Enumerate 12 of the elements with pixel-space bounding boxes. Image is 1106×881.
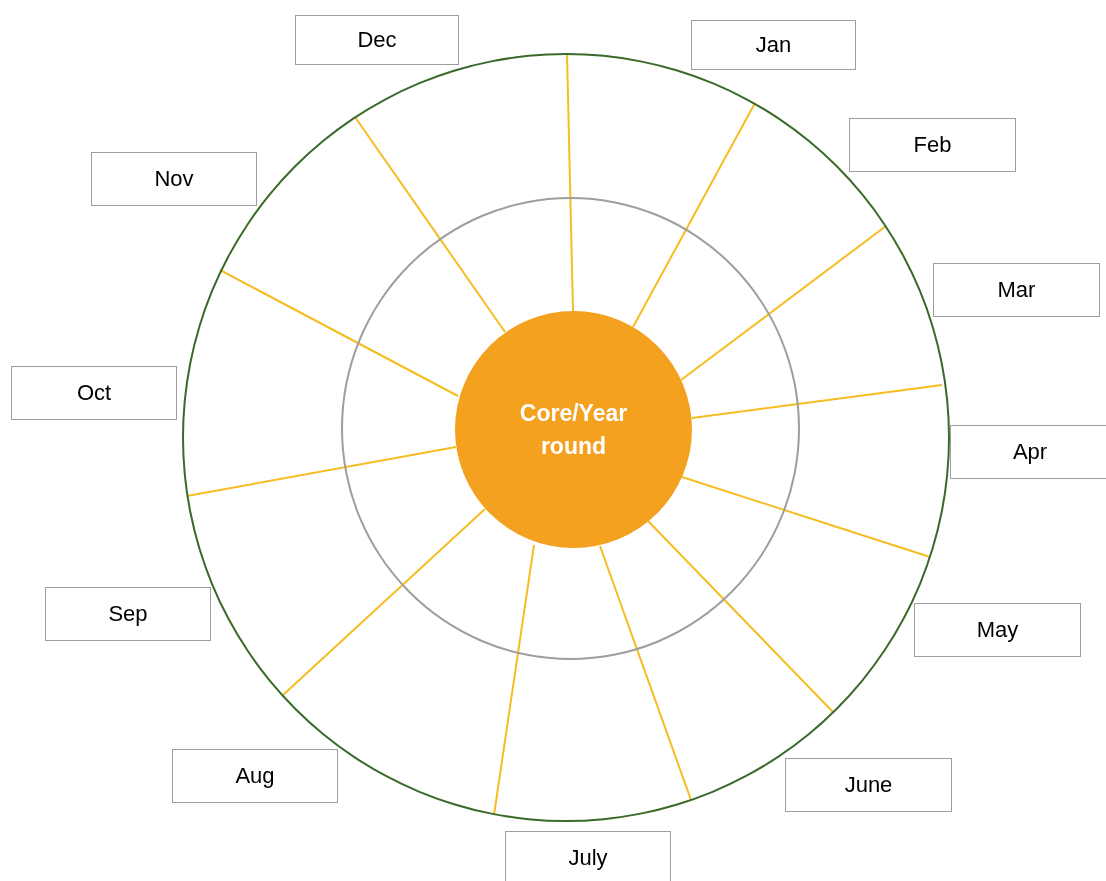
- month-box: July: [505, 831, 671, 881]
- month-box: May: [914, 603, 1081, 657]
- month-box: Dec: [295, 15, 459, 65]
- inner-ring: [341, 197, 800, 660]
- month-box: Feb: [849, 118, 1016, 172]
- month-box: Nov: [91, 152, 257, 206]
- month-box: Mar: [933, 263, 1100, 317]
- month-box: Sep: [45, 587, 211, 641]
- month-box: Apr: [950, 425, 1106, 479]
- month-box: Jan: [691, 20, 856, 70]
- month-box: Oct: [11, 366, 177, 420]
- center-circle: Core/Year round: [455, 311, 692, 548]
